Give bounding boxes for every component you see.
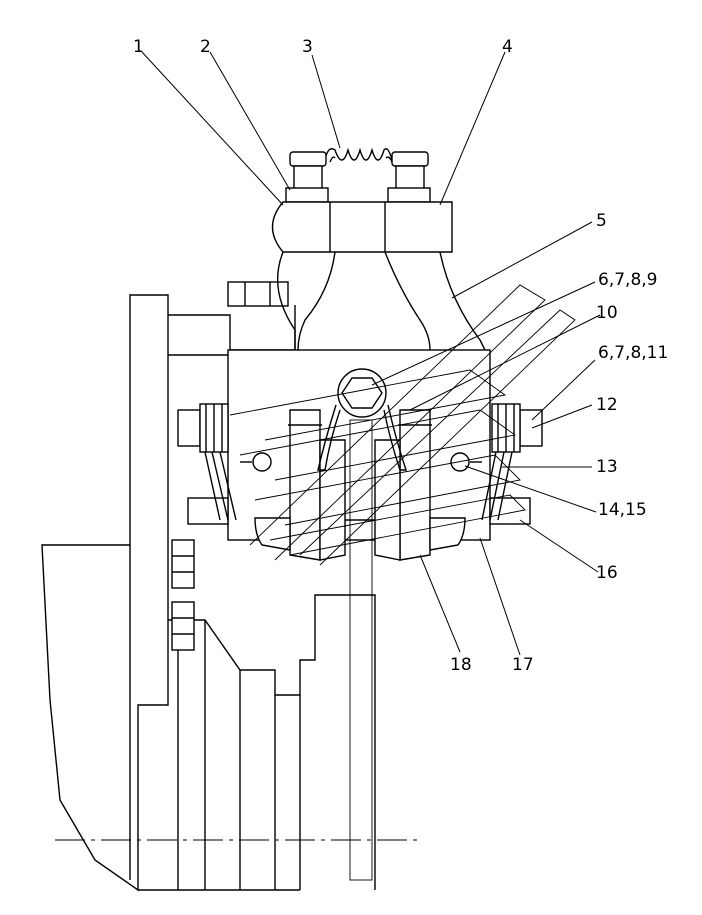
label-10: 10 (596, 303, 618, 323)
wedge-hatch (229, 284, 576, 566)
label-18: 18 (450, 655, 472, 675)
caliper-body (227, 349, 491, 881)
center-hex-bolt (317, 368, 407, 471)
side-guides (177, 403, 543, 525)
label-5: 5 (596, 211, 607, 231)
label-4: 4 (502, 37, 513, 57)
lever-block (271, 201, 453, 253)
label-1: 1 (133, 37, 144, 57)
spring-3 (324, 147, 393, 163)
label-3: 3 (302, 37, 313, 57)
label-6-7-8-9: 6,7,8,9 (598, 270, 657, 290)
label-2: 2 (200, 37, 211, 57)
label-12: 12 (596, 395, 618, 415)
label-17: 17 (512, 655, 534, 675)
housing-base (41, 281, 420, 892)
label-6-7-8-11: 6,7,8,11 (598, 343, 668, 363)
label-14-15: 14,15 (598, 500, 647, 520)
levers-5 (277, 251, 486, 351)
callout-labels: 1 2 3 4 5 6,7,8,9 10 6,7,8,11 12 13 14,1… (133, 37, 668, 675)
label-13: 13 (596, 457, 618, 477)
leader-lines (141, 51, 601, 656)
label-16: 16 (596, 563, 618, 583)
lever-pins (285, 151, 431, 203)
